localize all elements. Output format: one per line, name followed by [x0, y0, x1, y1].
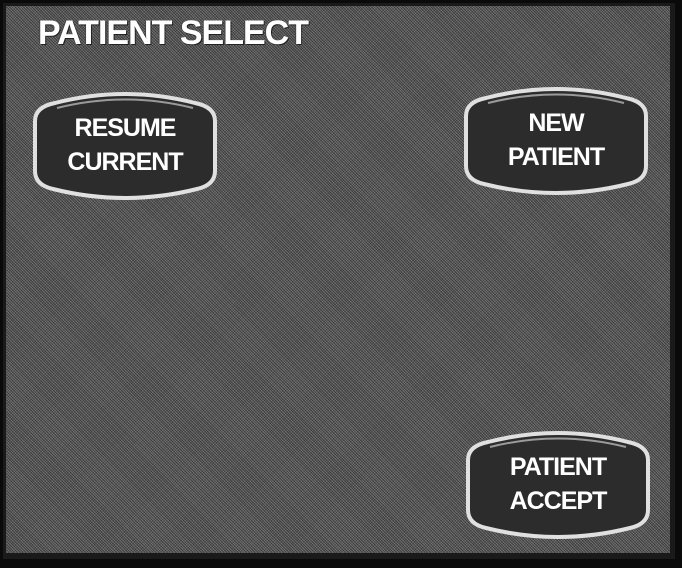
button-label: RESUME CURRENT: [35, 91, 215, 199]
button-label: PATIENT ACCEPT: [468, 430, 648, 538]
patient-accept-button[interactable]: PATIENT ACCEPT: [466, 430, 650, 539]
page-title: PATIENT SELECT: [38, 14, 309, 52]
button-label-line: RESUME: [74, 114, 177, 142]
button-shape: [466, 431, 650, 539]
button-label-line: PATIENT: [509, 453, 607, 481]
button-shape: [464, 87, 648, 195]
button-label-line: PATIENT: [507, 143, 605, 171]
patient-select-screen: PATIENT SELECT RESUME CURRENT NEW PATIEN…: [3, 3, 675, 559]
button-label-line: ACCEPT: [509, 487, 608, 515]
button-label-line: CURRENT: [67, 148, 183, 176]
resume-current-button[interactable]: RESUME CURRENT: [33, 91, 217, 200]
new-patient-button[interactable]: NEW PATIENT: [464, 86, 648, 195]
button-shape: [33, 92, 217, 200]
button-label: NEW PATIENT: [466, 86, 646, 194]
button-label-line: NEW: [528, 109, 584, 137]
